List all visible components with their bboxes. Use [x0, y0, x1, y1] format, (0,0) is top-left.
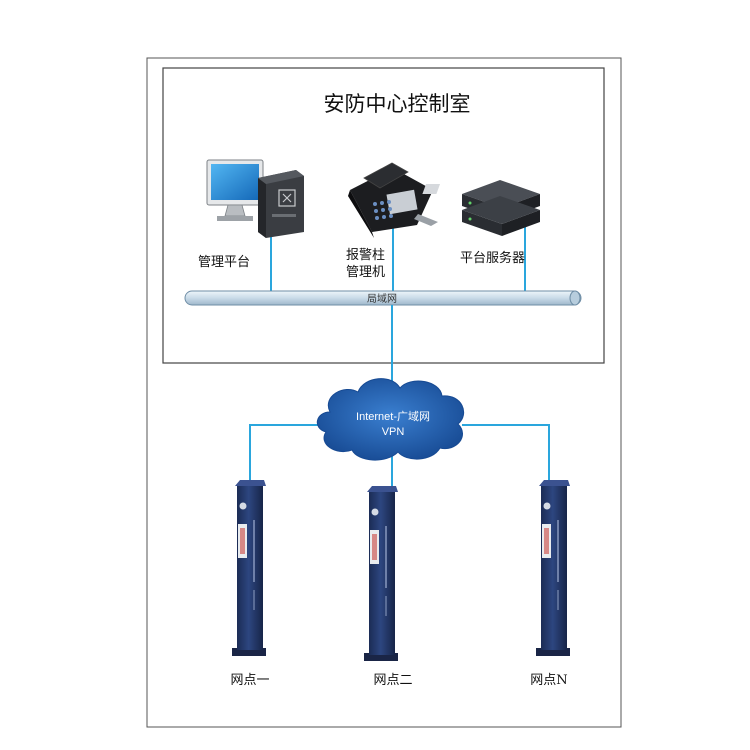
- label-server: 平台服务器: [460, 250, 525, 266]
- desktop-computer-icon: [206, 159, 304, 238]
- label-point-n: 网点N: [530, 673, 567, 688]
- label-point-2: 网点二: [373, 673, 412, 688]
- lan-label: 局域网: [367, 292, 397, 305]
- link-point-n: [462, 424, 550, 488]
- room-title: 安防中心控制室: [324, 92, 471, 116]
- cloud-label-line1: Internet-广域网: [356, 410, 430, 423]
- cloud-label-line2: VPN: [382, 426, 405, 438]
- label-alarm-line2: 管理机: [346, 265, 385, 280]
- outer-frame: [146, 57, 622, 728]
- alarm-host-icon: [348, 162, 438, 238]
- server-icon: [422, 180, 540, 236]
- alarm-pillar-2-icon: [364, 486, 398, 661]
- label-point-1: 网点一: [230, 673, 269, 688]
- alarm-pillar-n-icon: [536, 480, 570, 656]
- control-room-box: [162, 67, 605, 364]
- link-point-1: [249, 424, 322, 488]
- alarm-pillar-1-icon: [232, 480, 266, 656]
- label-alarm-line1: 报警柱: [346, 247, 385, 263]
- lan-bar: 局域网: [184, 290, 582, 306]
- label-platform: 管理平台: [198, 255, 250, 270]
- internet-cloud-icon: Internet-广域网 VPN: [316, 378, 464, 461]
